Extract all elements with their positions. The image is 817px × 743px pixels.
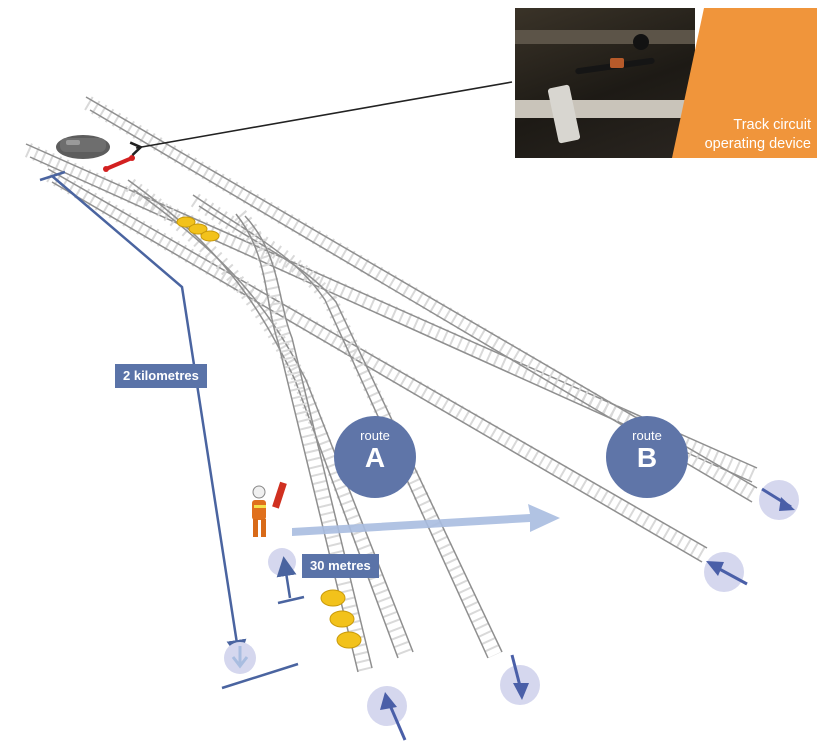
route-a-badge: route A — [334, 416, 416, 498]
detonator-icon — [188, 223, 208, 235]
track-3 — [46, 168, 709, 563]
detonator-icon — [200, 230, 220, 242]
train-icon — [56, 135, 110, 159]
callout-arrow — [129, 81, 513, 157]
callout-label-line2: operating device — [704, 136, 811, 152]
route-direction-arrow — [292, 504, 560, 536]
track-5-branch — [190, 193, 503, 659]
track-6-branch — [234, 210, 373, 673]
track-4-branch — [125, 178, 414, 659]
track-circuit-device-photo — [515, 8, 695, 158]
direction-arrow-icon — [500, 654, 540, 705]
route-b-word: route — [632, 428, 662, 443]
detonator-group-near — [320, 589, 362, 649]
detonator-icon — [336, 631, 362, 649]
route-a-letter: A — [364, 442, 386, 473]
distance-2km-indicator — [39, 170, 299, 690]
track-worker-icon — [252, 481, 287, 537]
detonator-group-far — [176, 216, 220, 242]
callout-label-line1: Track circuit — [733, 117, 811, 133]
detonator-icon — [329, 610, 355, 628]
route-a-word: route — [360, 428, 390, 443]
distance-30m-indicator — [268, 548, 305, 605]
route-b-badge: route B — [606, 416, 688, 498]
distance-2km-label: 2 kilometres — [115, 364, 207, 388]
detonator-icon — [320, 589, 346, 607]
direction-arrow-icon — [704, 552, 748, 592]
callout-label: Track circuit operating device — [672, 116, 811, 154]
direction-arrow-icon — [367, 686, 407, 741]
detonator-icon — [176, 216, 196, 228]
direction-arrow-icon — [759, 480, 799, 520]
distance-30m-label: 30 metres — [302, 554, 379, 578]
route-b-letter: B — [636, 442, 658, 473]
track-circuit-device — [103, 155, 135, 172]
